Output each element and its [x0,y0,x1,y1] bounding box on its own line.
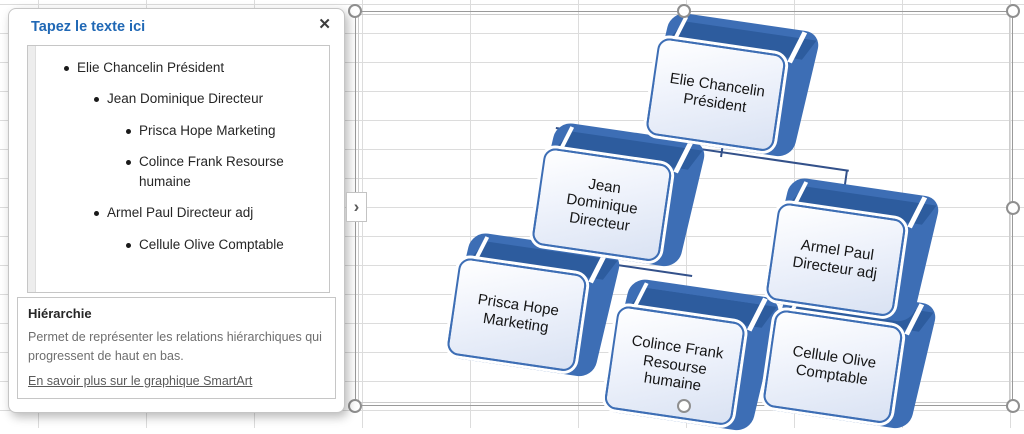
smartart-help-link[interactable]: En savoir plus sur le graphique SmartArt [28,373,253,388]
selection-handle-bottom-right[interactable] [1006,399,1020,413]
org-node-president[interactable]: Elie Chancelin Président [641,10,822,159]
bullet-icon [126,128,131,134]
layout-name: Hiérarchie [28,306,92,321]
bullet-icon [126,159,131,165]
outline-item[interactable]: Armel Paul Directeur adj [36,203,325,223]
org-node-label: Colince Frank Resourse humaine [630,332,725,395]
org-node-label: Prisca Hope Marketing [476,291,560,337]
smartart-text-pane: Tapez le texte ici ✕ Elie Chancelin Prés… [8,8,345,413]
text-pane-title: Tapez le texte ici [31,19,146,35]
org-node-label: Elie Chancelin Président [668,70,767,116]
selection-handle-bottom-left[interactable] [348,399,362,413]
bullet-icon [126,242,131,248]
text-pane-outline-box: Elie Chancelin Président Jean Dominique … [27,45,330,293]
org-node-label: Cellule Olive Comptable [791,342,878,389]
selection-handle-top-left[interactable] [348,4,362,18]
org-node-directeur-adj[interactable]: Armel Paul Directeur adj [761,175,942,324]
outline-item[interactable]: Elie Chancelin Président [36,58,325,78]
org-node-label: Jean Dominique Directeur [565,175,639,235]
close-icon[interactable]: ✕ [318,16,331,33]
outline-item[interactable]: Colince Frank Resourse humaine [36,152,325,193]
outline-item[interactable]: Prisca Hope Marketing [36,121,325,141]
org-node-directeur[interactable]: Jean Dominique Directeur [527,120,708,269]
selection-handle-top-middle[interactable] [677,4,691,18]
outline-gutter [28,46,36,292]
outline-item[interactable]: Cellule Olive Comptable [36,235,325,255]
bullet-icon [94,211,99,217]
layout-description: Permet de représenter les relations hiér… [28,330,322,364]
chevron-right-icon: › [353,197,360,216]
outline-item[interactable]: Jean Dominique Directeur [36,89,325,109]
bullet-icon [94,97,99,103]
text-pane-toggle-button[interactable]: › [346,192,367,222]
selection-handle-bottom-middle[interactable] [677,399,691,413]
layout-info-box: Hiérarchie Permet de représenter les rel… [17,297,336,399]
selection-handle-top-right[interactable] [1006,4,1020,18]
org-node-label: Armel Paul Directeur adj [791,236,879,283]
bullet-icon [64,66,69,71]
selection-handle-right-middle[interactable] [1006,201,1020,215]
